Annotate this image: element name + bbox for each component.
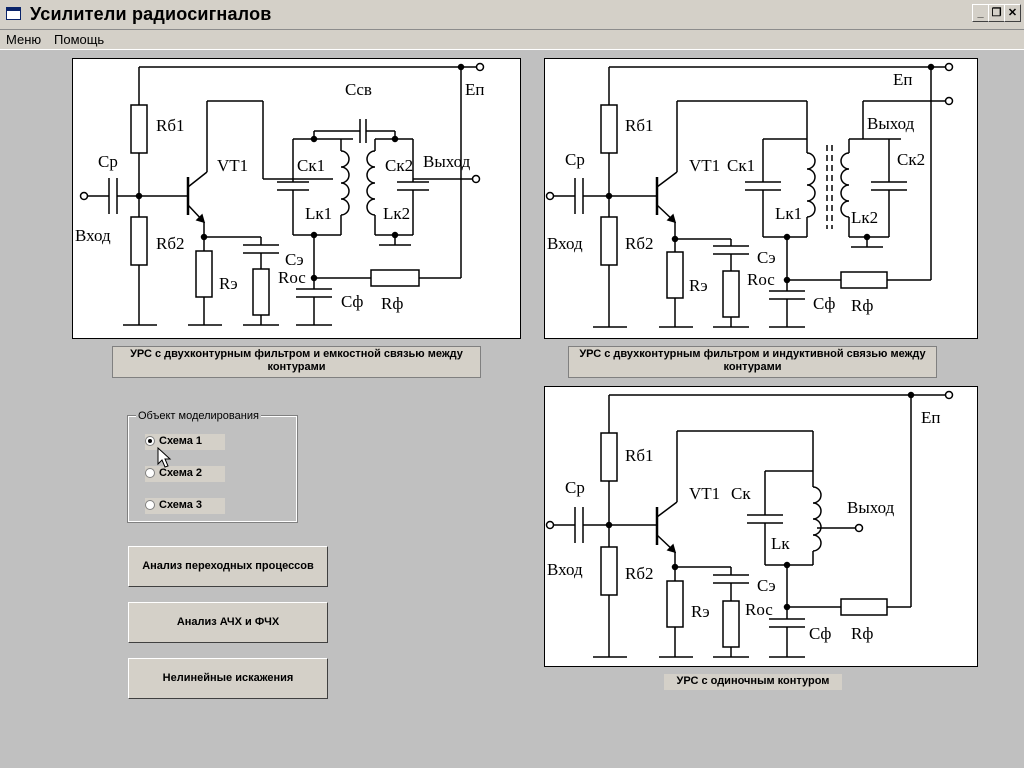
label-vyhod: Выход: [867, 114, 915, 133]
label-vt: VT1: [689, 484, 720, 503]
label-lk2: Lк2: [383, 204, 410, 223]
label-ep: Eп: [893, 70, 912, 89]
frequency-response-button[interactable]: Анализ АЧХ и ФЧХ: [128, 602, 328, 643]
label-ce: Cэ: [285, 250, 304, 269]
label-cf: Cф: [809, 624, 831, 643]
label-roc: Rос: [745, 600, 773, 619]
label-rb1: Rб1: [625, 116, 654, 135]
label-ck1: Cк1: [727, 156, 755, 175]
label-cf: Cф: [813, 294, 835, 313]
menu-bar: Меню Помощь: [0, 30, 1024, 50]
radio-dot-icon: [145, 500, 155, 510]
label-lk2: Lк2: [851, 208, 878, 227]
label-ck: Cк: [731, 484, 751, 503]
label-ce: Cэ: [757, 248, 776, 267]
label-csv: Cсв: [345, 80, 372, 99]
label-lk: Lк: [771, 534, 790, 553]
title-bar: Усилители радиосигналов _ ❐ ✕: [0, 0, 1024, 30]
label-ck2: Cк2: [385, 156, 413, 175]
label-vyhod: Выход: [423, 152, 471, 171]
label-rb2: Rб2: [156, 234, 185, 253]
radio-label: Схема 3: [159, 499, 203, 511]
radio-label: Схема 1: [159, 435, 203, 447]
menu-item-menu[interactable]: Меню: [6, 32, 42, 47]
radio-label: Схема 2: [159, 467, 203, 479]
scheme-3-caption: УРС с одиночным контуром: [664, 674, 842, 690]
minimize-button[interactable]: _: [972, 4, 989, 22]
menu-item-help[interactable]: Помощь: [54, 32, 105, 47]
label-re: Rэ: [689, 276, 708, 295]
label-rf: Rф: [851, 624, 873, 643]
transient-analysis-button[interactable]: Анализ переходных процессов: [128, 546, 328, 587]
label-ck1: Cк1: [297, 156, 325, 175]
label-cf: Cф: [341, 292, 363, 311]
label-re: Rэ: [219, 274, 238, 293]
label-rb2: Rб2: [625, 234, 654, 253]
label-cp: Cр: [565, 150, 585, 169]
label-rb2: Rб2: [625, 564, 654, 583]
label-ep: Eп: [465, 80, 484, 99]
close-button[interactable]: ✕: [1004, 4, 1021, 22]
label-vhod: Вход: [547, 560, 583, 579]
radio-dot-icon: [145, 436, 155, 446]
radio-scheme-1[interactable]: Схема 1: [145, 434, 225, 450]
label-roc: Rос: [278, 268, 306, 287]
label-vhod: Вход: [547, 234, 583, 253]
label-vyhod: Выход: [847, 498, 895, 517]
label-ck2: Cк2: [897, 150, 925, 169]
label-vt: VT1: [217, 156, 248, 175]
radio-scheme-2[interactable]: Схема 2: [145, 466, 225, 482]
radio-scheme-3[interactable]: Схема 3: [145, 498, 225, 514]
label-rb1: Rб1: [156, 116, 185, 135]
scheme-1-diagram: Rб1 Rб2 Cр VT1 Вход Rэ Cэ Rос Cф Rф Cк1 …: [72, 58, 521, 339]
mouse-cursor-icon: [157, 447, 172, 468]
label-ep: Eп: [921, 408, 940, 427]
label-vhod: Вход: [75, 226, 111, 245]
label-rf: Rф: [381, 294, 403, 313]
label-lk1: Lк1: [305, 204, 332, 223]
radio-dot-icon: [145, 468, 155, 478]
label-rb1: Rб1: [625, 446, 654, 465]
label-cp: Cр: [98, 152, 118, 171]
label-ce: Cэ: [757, 576, 776, 595]
model-object-legend: Объект моделирования: [136, 410, 261, 422]
app-window-icon: [6, 7, 21, 20]
scheme-2-diagram: Rб1 Rб2 Cр VT1 Вход Rэ Cэ Rос Cф Rф Cк1 …: [544, 58, 978, 339]
restore-button[interactable]: ❐: [988, 4, 1005, 22]
label-roc: Rос: [747, 270, 775, 289]
scheme-2-caption: УРС с двухконтурным фильтром и индуктивн…: [568, 346, 937, 378]
window-title: Усилители радиосигналов: [30, 4, 272, 24]
scheme-1-caption: УРС с двухконтурным фильтром и емкостной…: [112, 346, 481, 378]
nonlinear-distortion-button[interactable]: Нелинейные искажения: [128, 658, 328, 699]
label-vt: VT1: [689, 156, 720, 175]
label-rf: Rф: [851, 296, 873, 315]
label-re: Rэ: [691, 602, 710, 621]
label-lk1: Lк1: [775, 204, 802, 223]
label-cp: Cр: [565, 478, 585, 497]
scheme-3-diagram: Rб1 Rб2 Cр VT1 Вход Rэ Cэ Rос Cф Rф Cк L…: [544, 386, 978, 667]
